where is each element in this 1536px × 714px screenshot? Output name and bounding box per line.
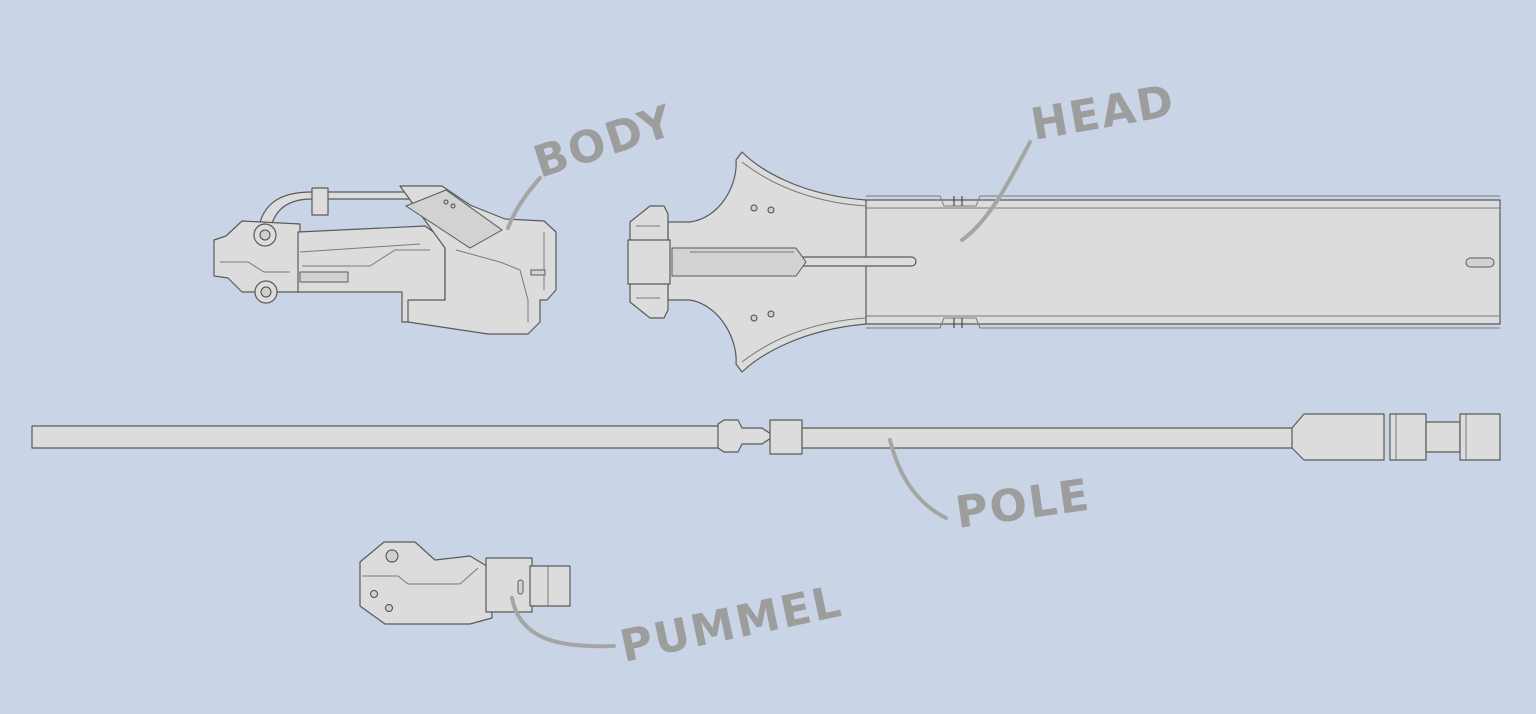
pole-shaft-left	[31, 425, 723, 449]
pole-leader-line	[888, 438, 948, 520]
head-tip-slot	[1465, 257, 1495, 268]
body-angled-plate	[404, 189, 503, 249]
body-pipe-collar	[311, 187, 329, 216]
pummel-rivet	[370, 590, 378, 598]
head-rivet	[750, 204, 758, 212]
head-center-channel	[671, 247, 807, 277]
body-label: BODY	[528, 95, 681, 188]
pummel-label: PUMMEL	[616, 576, 847, 673]
pummel-hole	[385, 549, 399, 563]
pole-ring	[1389, 413, 1427, 461]
pole-end-cap	[1459, 413, 1501, 461]
pummel-part	[359, 541, 571, 625]
pole-label: POLE	[952, 469, 1094, 538]
body-rivet	[450, 203, 456, 209]
pole-part	[31, 413, 1501, 461]
head-label: HEAD	[1027, 75, 1179, 150]
body-part	[213, 185, 557, 335]
body-leader-line	[506, 176, 542, 230]
pummel-tip	[529, 565, 571, 607]
pole-end-flare	[1291, 413, 1385, 461]
head-rivet	[767, 206, 775, 214]
pummel-main-block	[359, 541, 493, 625]
pole-shaft-right	[801, 427, 1297, 449]
head-mount-core	[627, 239, 671, 285]
pummel-collar	[485, 557, 533, 613]
body-slot	[530, 269, 546, 276]
body-slot	[299, 271, 349, 283]
body-rear-plate	[213, 220, 301, 293]
pummel-slot	[517, 579, 524, 595]
head-leader-line	[960, 140, 1032, 242]
pole-neck	[1425, 421, 1461, 453]
head-blade	[829, 199, 1501, 325]
pole-coupler	[769, 419, 803, 455]
pummel-leader-line	[510, 596, 616, 649]
pole-joint	[717, 419, 775, 453]
head-fuller	[799, 256, 917, 267]
body-rivet	[443, 199, 449, 205]
pummel-rivet	[385, 604, 393, 612]
head-rivet	[767, 310, 775, 318]
head-part	[627, 151, 1501, 373]
head-rivet	[750, 314, 758, 322]
